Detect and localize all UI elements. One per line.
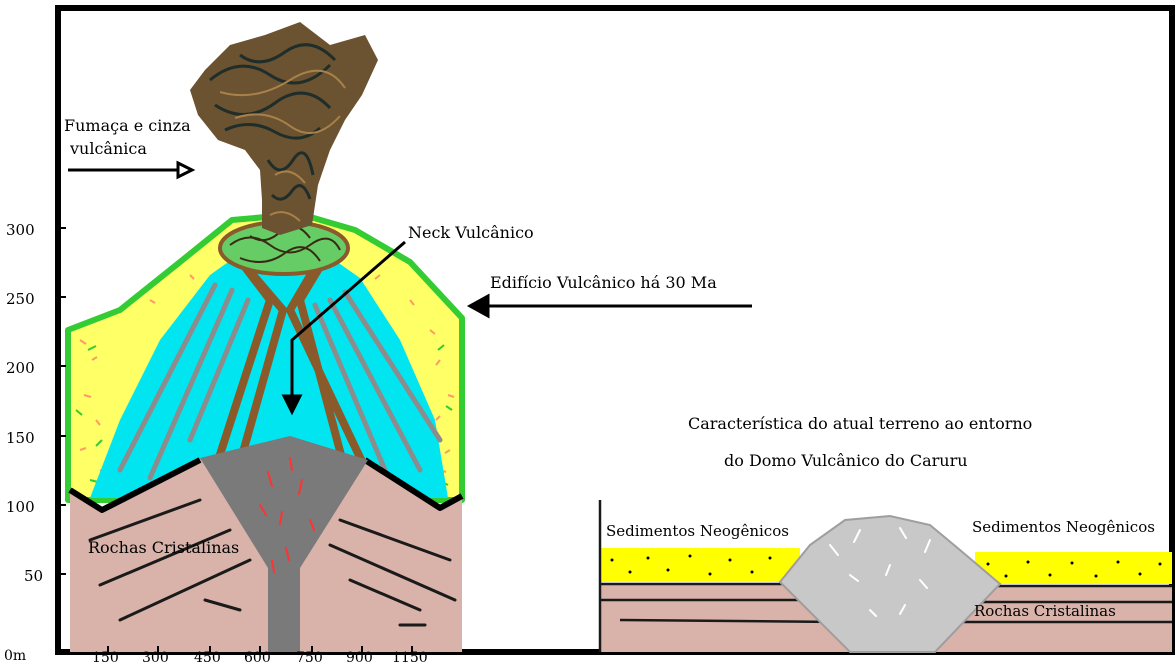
caption-line2: do Domo Vulcânico do Caruru [724, 451, 968, 470]
caption-line1: Característica do atual terreno ao entor… [688, 414, 1032, 433]
smoke-label-line1: Fumaça e cinza [64, 116, 191, 135]
x-tick-label: 750 [296, 650, 323, 664]
x-tick-label: 1150 [392, 650, 428, 664]
x-tick-label: 300 [142, 650, 169, 664]
x-axis [107, 646, 413, 652]
rim-green-marks [75, 344, 453, 486]
x-tick-label: 600 [244, 650, 271, 664]
smoke-label-line2: vulcânica [69, 139, 147, 158]
x-tick-label: 150 [92, 650, 119, 664]
neck-label: Neck Vulcânico [408, 223, 534, 242]
y-tick-label: 100 [6, 498, 35, 516]
dome-texture [829, 527, 931, 617]
y-tick-label: 50 [24, 567, 43, 585]
sediments-left-layer [600, 548, 800, 582]
x-tick-label: 450 [194, 650, 221, 664]
edifice-label: Edifício Vulcânico há 30 Ma [490, 273, 717, 292]
y-tick-label: 250 [6, 290, 35, 308]
rocks-label-right: Rochas Cristalinas [974, 602, 1116, 620]
y-axis [58, 227, 66, 575]
basement-strata-right [598, 500, 1172, 652]
sediment-dots [610, 554, 1162, 578]
sediments-right-layer [975, 552, 1172, 584]
basement-strata-left [88, 498, 457, 627]
flank-streaks [117, 282, 443, 481]
eruption-plume [190, 22, 378, 235]
rocks-label-left: Rochas Cristalinas [88, 538, 239, 557]
x-tick-label: 900 [346, 650, 373, 664]
smoke-arrow [68, 160, 196, 180]
y-tick-label: 300 [6, 221, 35, 239]
neck-core [200, 436, 368, 652]
sediments-label-left: Sedimentos Neogênicos [606, 522, 789, 540]
sediments-label-right: Sedimentos Neogênicos [972, 518, 1155, 536]
neck-arrow [281, 240, 406, 416]
y-tick-label: 0m [4, 648, 26, 664]
rim-speckles [79, 274, 455, 474]
y-tick-label: 200 [6, 359, 35, 377]
volcano-edifice [65, 22, 465, 652]
neck-veins [259, 457, 315, 573]
present-terrain [598, 500, 1172, 653]
y-tick-label: 150 [6, 429, 35, 447]
basement-contact-line [68, 457, 464, 513]
edifice-arrow [466, 293, 752, 319]
